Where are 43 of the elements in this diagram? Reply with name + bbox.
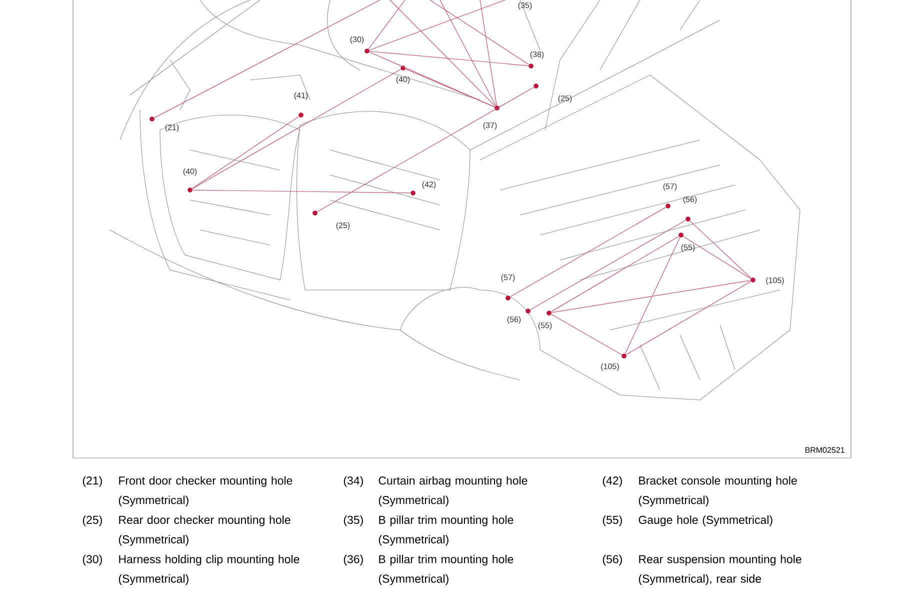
measurement-line bbox=[530, 220, 686, 310]
callout-number: (35) bbox=[518, 2, 532, 10]
measurement-line bbox=[430, 0, 530, 65]
measurement-line bbox=[626, 281, 752, 355]
legend-description: Rear suspension mounting hole (Symmetrical), rear side bbox=[638, 554, 802, 586]
legend-number: (36) bbox=[344, 554, 363, 566]
legend-description: Rear door checker mounting hole (Symmetrical) bbox=[118, 516, 290, 546]
legend-description: B pillar trim mounting hole (Symmetrical) bbox=[378, 554, 514, 586]
legend-number: (30) bbox=[82, 554, 102, 566]
measurement-line bbox=[192, 116, 300, 189]
measurement-line bbox=[405, 68, 495, 108]
legend-number: (34) bbox=[344, 476, 363, 487]
measurement-line bbox=[368, 0, 406, 50]
legend-description: Bracket console mounting hole (Symmetrical) bbox=[638, 476, 797, 506]
measurement-line bbox=[192, 69, 402, 190]
legend-description: Front door checker mounting hole (Symmetrical) bbox=[118, 476, 292, 506]
measurement-line bbox=[316, 87, 534, 212]
legend-number: (25) bbox=[82, 516, 102, 526]
legend-number: (55) bbox=[602, 516, 622, 526]
measurement-line bbox=[369, 0, 506, 50]
legend-description: B pillar trim mounting hole (Symmetrical) bbox=[378, 516, 514, 546]
legend-number: (42) bbox=[602, 476, 622, 487]
measurement-line bbox=[551, 280, 751, 313]
legend-description: Harness holding clip mounting hole (Symmetrical) bbox=[118, 554, 300, 586]
figure-code: BRM02521 bbox=[805, 447, 844, 453]
measurement-line bbox=[682, 236, 752, 279]
measurement-line bbox=[550, 314, 622, 355]
measurement-line bbox=[192, 190, 411, 194]
measurement-line bbox=[690, 220, 752, 279]
measurement-line bbox=[480, 0, 497, 106]
legend-description: Curtain airbag mounting hole (Symmetrical) bbox=[378, 476, 528, 506]
measurement-line bbox=[440, 0, 496, 106]
measurement-line bbox=[510, 207, 666, 297]
measurement-line bbox=[390, 0, 496, 106]
measurement-line bbox=[624, 237, 680, 354]
measurement-line bbox=[154, 0, 380, 118]
legend-description: Gauge hole (Symmetrical) bbox=[638, 516, 772, 526]
legend-number: (56) bbox=[602, 554, 622, 566]
measurement-line bbox=[369, 50, 529, 66]
measurement-line bbox=[550, 236, 680, 312]
legend-number: (21) bbox=[82, 476, 102, 487]
measurement-line bbox=[369, 52, 495, 108]
legend-number: (35) bbox=[344, 516, 363, 526]
